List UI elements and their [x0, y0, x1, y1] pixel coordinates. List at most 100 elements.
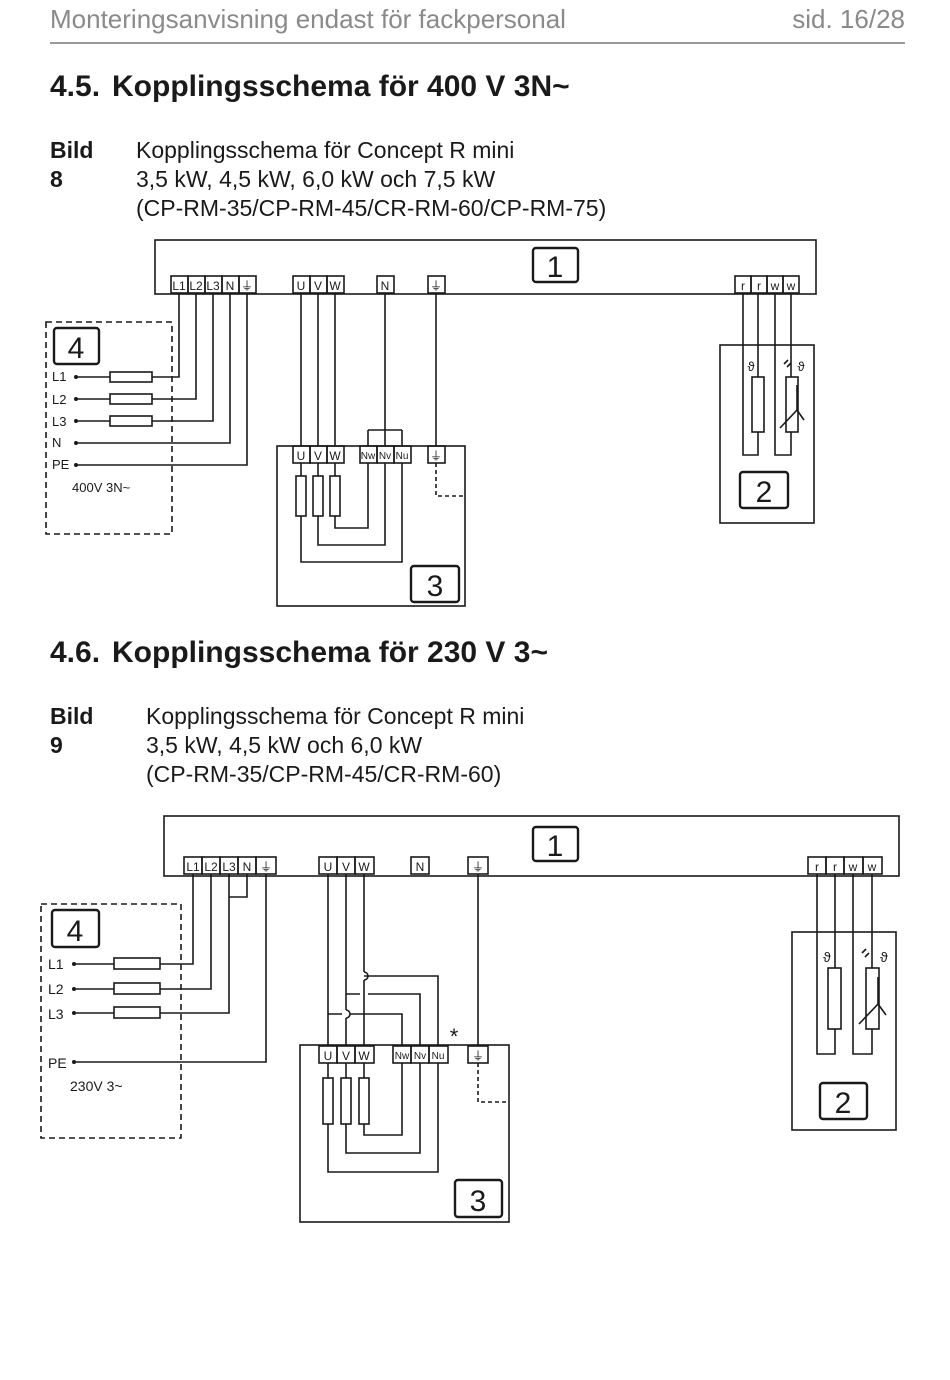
sensor-element [827, 967, 842, 1030]
supply-line-label: L2 [52, 392, 66, 407]
fuse [113, 957, 161, 970]
caption-line: Kopplingsschema för Concept R mini [146, 703, 525, 729]
supply-line-label: L2 [48, 981, 64, 997]
terminal-label: W [329, 449, 341, 463]
heating-element [322, 1077, 334, 1125]
temperature-sensor-icon: ϑ [880, 949, 888, 965]
supply-line-label: L3 [52, 414, 66, 429]
section-heading-4-6: 4.6.Kopplingsschema för 230 V 3~ [50, 636, 548, 670]
terminal-label: Nv [414, 1051, 426, 1062]
terminal-label: U [324, 1049, 333, 1063]
wire-earth-dashed [477, 1063, 509, 1103]
supply-line-label: PE [52, 457, 70, 472]
earth-icon: ⏚ [260, 860, 272, 874]
terminal-label: U [297, 449, 306, 463]
caption-line: 3,5 kW, 4,5 kW, 6,0 kW och 7,5 kW [136, 166, 496, 192]
supply-box [40, 903, 182, 1139]
wiring-diagram-400v: 1 L1 L2 L3 N ⏚ U V W N ⏚ r r w w [45, 239, 817, 607]
terminal-label: V [314, 449, 322, 463]
terminal-label: W [358, 860, 370, 874]
terminal-label: w [848, 860, 858, 874]
heater-box [299, 1044, 510, 1223]
terminal-label: V [342, 860, 350, 874]
terminal-strip-supply: L1 L2 L3 N ⏚ [183, 856, 277, 875]
terminal-label: w [786, 279, 796, 293]
terminal-label: L1 [172, 279, 186, 293]
sensor-wire-r [742, 293, 759, 456]
terminal-label: N [416, 860, 425, 874]
header-title: Monteringsanvisning endast för fackperso… [50, 4, 566, 34]
supply-line-label: N [52, 435, 61, 450]
box-number-2: 2 [835, 1087, 852, 1120]
terminal-label: r [833, 860, 837, 874]
terminal-strip-sensors: r r w w [807, 856, 883, 875]
caption-label: Bild 8 [50, 137, 94, 192]
box-number-3: 3 [427, 570, 444, 603]
terminal-label: L3 [222, 860, 236, 874]
thermistor-slash [779, 385, 805, 429]
terminal-strip-supply: L1 L2 L3 N ⏚ [170, 275, 257, 294]
supply-box [45, 321, 173, 535]
temperature-sensor-icon: ϑ [797, 359, 805, 374]
thermistor-slash [858, 977, 887, 1025]
wire-delta-u [328, 1013, 403, 1046]
box-number-frame [738, 470, 790, 510]
terminal-label: r [815, 860, 819, 874]
page-number: sid. 16/28 [792, 4, 905, 34]
note-asterisk: * [450, 1024, 459, 1049]
section-heading-4-5: 4.5.Kopplingsschema för 400 V 3N~ [50, 70, 570, 104]
element-return-v [345, 1063, 421, 1154]
box-number-frame [52, 326, 101, 366]
temperature-sensor-icon: ϑ [823, 949, 831, 965]
terminal-label: W [329, 279, 341, 293]
box-number-3: 3 [470, 1185, 487, 1218]
temperature-sensor-icon: ϑ [747, 359, 755, 374]
terminal-label: L2 [189, 279, 203, 293]
terminal-strip-heater-out: U V W [292, 275, 345, 294]
terminal-label: N [381, 279, 390, 293]
supply-line-label: PE [48, 1055, 67, 1071]
thermistor-element [785, 376, 799, 433]
section-title: Kopplingsschema för 230 V 3~ [112, 636, 548, 669]
control-unit-box [154, 239, 817, 295]
caption-line: Kopplingsschema för Concept R mini [136, 137, 515, 163]
wire-hop [345, 1009, 351, 1019]
wiring-diagram-230v: 1 L1 L2 L3 N ⏚ U V W N ⏚ r r w w 4 [40, 815, 900, 1223]
terminal-label: r [741, 279, 745, 293]
terminal-label: Nv [379, 451, 391, 462]
box-number-frame [531, 825, 580, 863]
heating-element [340, 1077, 352, 1125]
wire-earth-dashed [435, 463, 465, 497]
terminal-label: w [770, 279, 780, 293]
terminal-strip-heater-out: U V W [318, 856, 375, 875]
terminal-label: Nw [361, 451, 376, 462]
supply-line-label: L1 [52, 369, 66, 384]
box-number-1: 1 [547, 830, 564, 863]
terminal-label: L3 [206, 279, 220, 293]
earth-icon: ⏚ [430, 279, 442, 293]
element-return-w [363, 1063, 403, 1136]
supply-line-label: L3 [48, 1006, 64, 1022]
sensor-element [751, 376, 765, 433]
wire-pe [76, 293, 248, 466]
earth-icon: ⏚ [430, 449, 442, 463]
element-return-u [327, 1063, 439, 1173]
wire-uvw [327, 874, 365, 1046]
wire-pe [74, 874, 267, 1063]
wire-delta-w [364, 975, 439, 1046]
box-number-frame [453, 1178, 504, 1219]
sensor-tick [861, 948, 870, 958]
terminal-label: V [342, 1049, 350, 1063]
caption-label: Bild 9 [50, 703, 94, 758]
wire-l2 [74, 874, 212, 990]
supply-voltage-label: 400V 3N~ [72, 480, 131, 495]
terminal-label: w [867, 860, 877, 874]
terminal-label: U [297, 279, 306, 293]
thermistor-element [865, 967, 880, 1030]
terminal-label: Nu [396, 451, 409, 462]
heating-element [358, 1077, 370, 1125]
control-unit-box [163, 815, 900, 877]
terminal-label: L1 [186, 860, 200, 874]
terminal-strip-sensors: r r w w [734, 275, 800, 294]
